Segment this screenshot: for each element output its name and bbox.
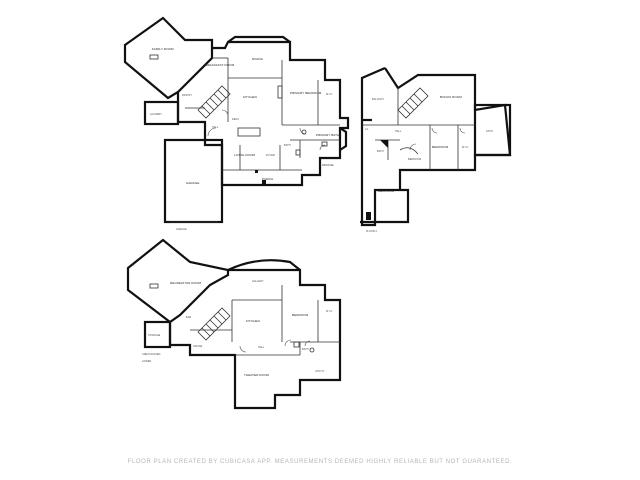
label-upper-bonus: BONUS ROOM <box>440 95 462 99</box>
upper-outer-walls <box>360 66 410 227</box>
label-lower-theater: THEATER ROOM <box>244 373 270 377</box>
label-lower-storage: STORAGE <box>148 334 161 337</box>
label-lower-kitchen: KITCHEN <box>246 319 260 323</box>
lower-floor-plan: RECREATION ROOM GALLERY BAR KITCHEN BEDR… <box>126 238 342 410</box>
label-pantry: PANTRY <box>182 94 192 97</box>
label-lower-rec: RECREATION ROOM <box>170 281 202 285</box>
label-lower-gallery: GALLERY <box>252 280 264 283</box>
label-garage: GARAGE <box>186 181 199 185</box>
label-bath: BATH <box>284 144 291 147</box>
label-upper-balcony: BALCONY <box>372 98 384 101</box>
label-porch: PORCH <box>262 177 273 181</box>
label-primary-bedroom: PRIMARY BEDROOM <box>290 91 322 95</box>
label-office: OFFICE <box>322 163 334 167</box>
main-mudroom-walls <box>143 100 180 126</box>
label-lower-utility: UTILITY <box>315 370 325 373</box>
label-breakfast: BREAKFAST ROOM <box>205 63 235 67</box>
label-living: LIVING ROOM <box>234 153 256 157</box>
lower-unexcavated-walls <box>143 320 172 349</box>
lower-rec-wing-walls <box>126 238 230 324</box>
label-lower-office: OFFICE <box>193 345 203 348</box>
main-family-wing-walls <box>123 16 214 100</box>
upper-attic-walls <box>473 103 512 157</box>
label-upper-hall: HALL <box>395 130 402 133</box>
label-lower-floor: LOWER <box>142 360 151 363</box>
label-lower-hall: HALL <box>258 346 265 349</box>
lower-staircase <box>197 307 231 341</box>
main-bay-walls <box>227 35 291 43</box>
label-primary-bath: PRIMARY BATH <box>316 133 339 137</box>
label-family-room: FAMILY ROOM <box>152 47 174 51</box>
label-lower-wic: W.I.C. <box>326 310 333 313</box>
label-lower-bedroom: BEDROOM <box>292 313 309 317</box>
label-kitchen: KITCHEN <box>243 95 257 99</box>
label-upper-bedroom1: BEDROOM <box>378 189 395 193</box>
main-fireplace <box>277 85 283 99</box>
label-hall: HALL <box>212 126 219 129</box>
lower-gallery-curve <box>227 259 301 271</box>
main-floor-plan: FAMILY ROOM BREAKFAST ROOM DINING KITCHE… <box>123 16 350 231</box>
label-lower-unexcavated: UNEXCAVATED <box>142 353 161 356</box>
label-upper-bedroom2: BEDROOM <box>432 145 449 149</box>
label-upper-bedroom3: BEDROOM <box>408 158 421 161</box>
main-staircase <box>197 85 231 119</box>
label-deck: DECK <box>232 118 239 121</box>
label-upper-floor: FLOOR 2 <box>366 230 377 233</box>
floor-plan-disclaimer: FLOOR PLAN CREATED BY CUBICASA APP. MEAS… <box>127 459 513 465</box>
label-dining: DINING <box>252 57 264 61</box>
label-upper-bath: BATH <box>377 150 384 153</box>
label-lower-bar: BAR <box>186 316 191 319</box>
label-upper-attic: ATTIC <box>486 130 493 133</box>
upper-staircase <box>397 87 429 119</box>
label-garage-outside: GARAGE <box>176 228 187 231</box>
label-wic: W.I.C. <box>326 93 333 96</box>
label-laundry: LAUNDRY <box>150 113 162 116</box>
label-upper-closet: CL. <box>365 128 369 131</box>
label-foyer: FOYER <box>266 154 275 157</box>
upper-floor-plan: BALCONY BONUS ROOM CL. HALL BATH BEDROOM… <box>360 66 512 233</box>
label-lower-bath: BATH <box>302 348 309 351</box>
lower-body-walls <box>168 268 342 410</box>
label-upper-wic: W.I.C. <box>462 146 469 149</box>
